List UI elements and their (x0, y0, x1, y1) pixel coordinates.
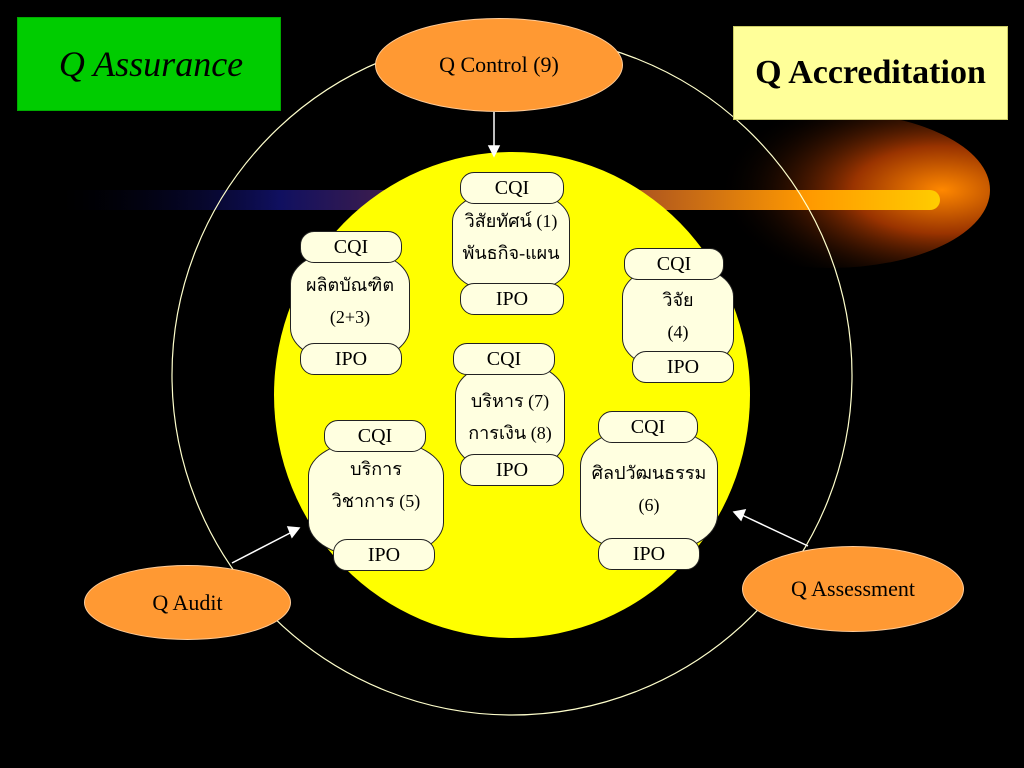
assessment-arrow (741, 514, 809, 547)
unit-research-line1: วิจัย (662, 290, 694, 310)
unit-arts-culture-cqi: CQI (598, 411, 698, 443)
unit-arts-culture-ipo: IPO (598, 538, 700, 570)
unit-research-line2: (4) (667, 322, 689, 342)
q-control-oval: Q Control (9) (375, 18, 623, 112)
unit-arts-culture: ศิลปวัฒนธรรม (6) (580, 428, 718, 553)
unit-arts-culture-line1: ศิลปวัฒนธรรม (591, 463, 707, 483)
unit-arts-culture-line2: (6) (638, 495, 660, 515)
unit-graduates-ipo: IPO (300, 343, 402, 375)
unit-research-ipo: IPO (632, 351, 734, 383)
unit-administration-cqi: CQI (453, 343, 555, 375)
unit-vision: วิสัยทัศน์ (1) พันธกิจ-แผน (452, 190, 570, 294)
unit-academic-services-cqi: CQI (324, 420, 426, 452)
unit-vision-line2: พันธกิจ-แผน (462, 243, 560, 263)
q-assessment-oval: Q Assessment (742, 546, 964, 632)
unit-graduates-cqi: CQI (300, 231, 402, 263)
unit-administration: บริหาร (7) การเงิน (8) (455, 362, 565, 472)
unit-graduates-line1: ผลิตบัณฑิต (305, 275, 395, 295)
unit-academic-services-ipo: IPO (333, 539, 435, 571)
unit-vision-ipo: IPO (460, 283, 564, 315)
audit-arrow (231, 531, 293, 564)
unit-administration-line2: การเงิน (8) (468, 423, 552, 443)
unit-vision-cqi: CQI (460, 172, 564, 204)
unit-administration-ipo: IPO (460, 454, 564, 486)
q-audit-oval: Q Audit (84, 565, 291, 640)
unit-administration-line1: บริหาร (7) (470, 391, 550, 411)
unit-academic-services: บริการ วิชาการ (5) (308, 440, 444, 558)
unit-research-cqi: CQI (624, 248, 724, 280)
q-assurance-box: Q Assurance (17, 17, 281, 111)
unit-academic-services-line2: วิชาการ (5) (331, 491, 421, 511)
q-accreditation-box: Q Accreditation (733, 26, 1008, 120)
unit-graduates-line2: (2+3) (329, 307, 371, 327)
unit-vision-line1: วิสัยทัศน์ (1) (464, 211, 558, 231)
unit-academic-services-line1: บริการ (350, 459, 402, 479)
